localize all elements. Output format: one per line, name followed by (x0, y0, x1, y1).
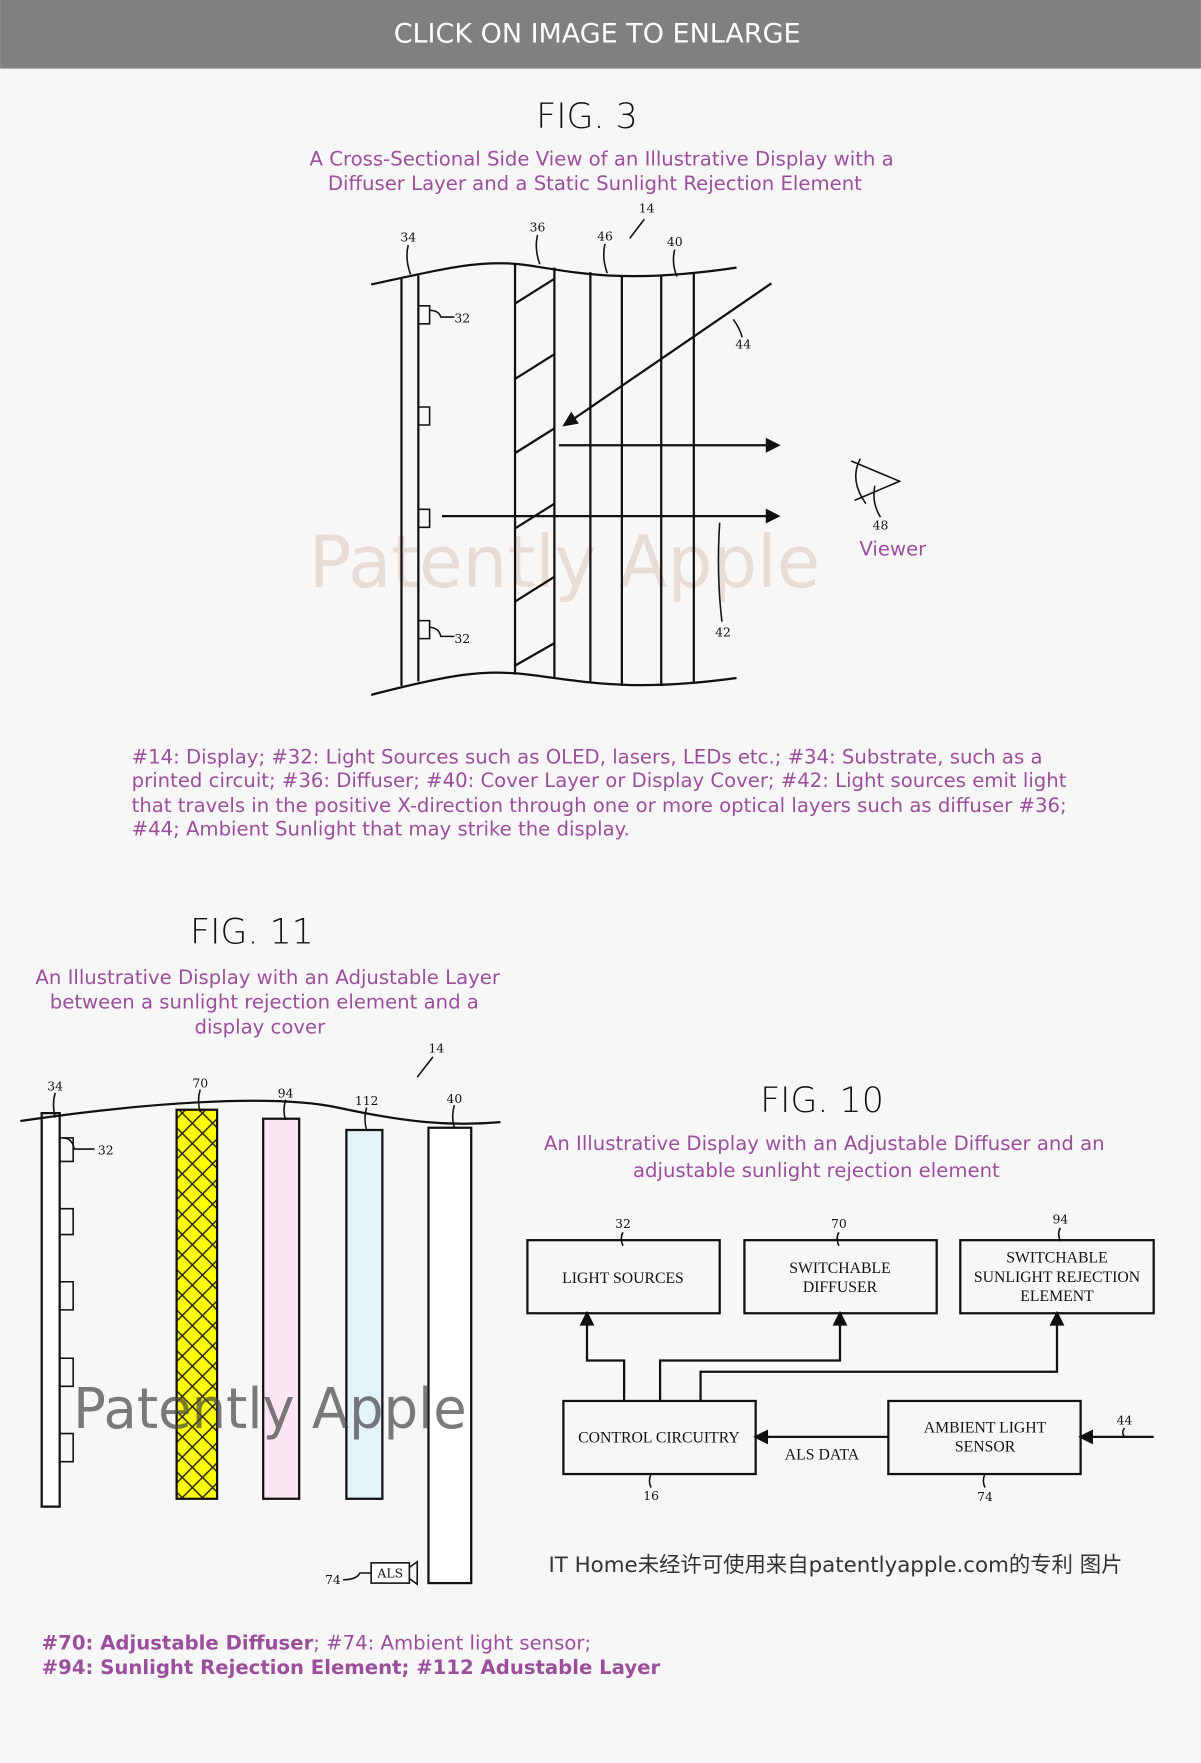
image-credit: IT Home未经许可使用来自patentlyapple.com的专利 图片 (548, 1553, 1122, 1578)
fig3-drawing: 34 36 46 14 40 44 32 32 42 48 Viewer (370, 202, 927, 696)
als-data-label: ALS DATA (785, 1446, 860, 1463)
label-46: 46 (597, 230, 613, 244)
fig10: FIG. 10 An Illustrative Display with an … (526, 1081, 1155, 1504)
box-label: CONTROL CIRCUITRY (578, 1430, 740, 1447)
viewer-label: Viewer (859, 537, 927, 560)
fig10-subtitle-1: An Illustrative Display with an Adjustab… (544, 1132, 1105, 1155)
label-42: 42 (715, 625, 731, 639)
viewer-eye-icon (850, 458, 902, 505)
fig3-description-2: printed circuit; #36: Diffuser; #40: Cov… (132, 769, 1067, 792)
box-label: AMBIENT LIGHT (924, 1419, 1047, 1436)
label-34: 34 (47, 1080, 63, 1094)
substrate-layer (40, 1111, 61, 1508)
fig11-drawing: ALS 74 34 70 94 112 40 14 32 (20, 1041, 501, 1587)
fig10-title: FIG. 10 (760, 1081, 884, 1121)
label-40: 40 (446, 1092, 462, 1106)
label-36: 36 (530, 221, 546, 235)
label-70: 70 (831, 1217, 847, 1231)
label-48: 48 (873, 519, 889, 533)
label-112: 112 (355, 1094, 379, 1108)
adjustable-diffuser-layer (175, 1108, 219, 1500)
light-source-icons (418, 305, 431, 640)
box-label: SWITCHABLE (789, 1260, 890, 1277)
fig11-title: FIG. 11 (190, 912, 314, 952)
box-label: SWITCHABLE (1006, 1250, 1107, 1267)
als-sensor-icon: ALS 74 (325, 1560, 419, 1587)
label-70: 70 (192, 1076, 208, 1090)
label-44: 44 (735, 338, 751, 352)
label-14: 14 (639, 202, 655, 216)
fig3-description-4: #44; Ambient Sunlight that may strike th… (132, 817, 630, 840)
watermark: Patently Apple (73, 1377, 467, 1442)
banner-text: CLICK ON IMAGE TO ENLARGE (394, 19, 801, 50)
label-94: 94 (278, 1086, 294, 1100)
notes-line-1: #70: Adjustable Diffuser; #74: Ambient l… (42, 1631, 591, 1654)
label-40: 40 (667, 235, 683, 249)
box-label: ELEMENT (1020, 1288, 1094, 1305)
watermark: Patently Apple (309, 520, 821, 604)
label-32: 32 (454, 312, 470, 326)
enlarge-banner[interactable]: CLICK ON IMAGE TO ENLARGE (0, 0, 1201, 69)
adjustable-layer (345, 1128, 384, 1500)
fig3-subtitle-2: Diffuser Layer and a Static Sunlight Rej… (328, 172, 862, 195)
label-16: 16 (643, 1489, 659, 1503)
fig11-subtitle-2: between a sunlight rejection element and… (50, 991, 479, 1014)
fig3-title: FIG. 3 (536, 97, 638, 137)
fig11-subtitle-1: An Illustrative Display with an Adjustab… (35, 966, 500, 989)
box-label: SENSOR (955, 1439, 1016, 1456)
box-label: SUNLIGHT REJECTION (974, 1269, 1140, 1286)
label-14: 14 (428, 1041, 444, 1055)
fig10-block-diagram: LIGHT SOURCES SWITCHABLE DIFFUSER SWITCH… (526, 1212, 1155, 1504)
fig3: FIG. 3 A Cross-Sectional Side View of an… (132, 97, 1067, 840)
fig3-description-1: #14: Display; #32: Light Sources such as… (132, 745, 1043, 768)
label-94: 94 (1052, 1212, 1068, 1226)
fig3-subtitle-1: A Cross-Sectional Side View of an Illust… (310, 147, 894, 170)
light-sources-box (526, 1239, 721, 1315)
fig3-description-3: that travels in the positive X-direction… (132, 794, 1067, 817)
fig10-subtitle-2: adjustable sunlight rejection element (633, 1159, 1000, 1182)
label-74: 74 (977, 1490, 993, 1504)
note-text: ; #74: Ambient light sensor; (313, 1631, 591, 1654)
box-label: LIGHT SOURCES (562, 1270, 684, 1287)
label-32: 32 (98, 1144, 114, 1158)
fig11: FIG. 11 An Illustrative Display with an … (20, 912, 501, 1587)
label-32: 32 (615, 1217, 631, 1231)
label-32: 32 (454, 632, 470, 646)
label-44: 44 (1117, 1414, 1133, 1428)
ambient-light-sensor-box (887, 1399, 1082, 1476)
als-label: ALS (376, 1566, 403, 1580)
box-label: DIFFUSER (803, 1279, 878, 1296)
label-34: 34 (400, 231, 416, 245)
notes-line-2: #94: Sunlight Rejection Element; #112 Ad… (42, 1656, 661, 1679)
fig11-subtitle-3: display cover (194, 1015, 326, 1038)
label-74: 74 (325, 1573, 341, 1587)
cover-layer (427, 1126, 473, 1585)
sunlight-rejection-layer (262, 1117, 301, 1500)
note-bold: #70: Adjustable Diffuser (42, 1631, 314, 1654)
